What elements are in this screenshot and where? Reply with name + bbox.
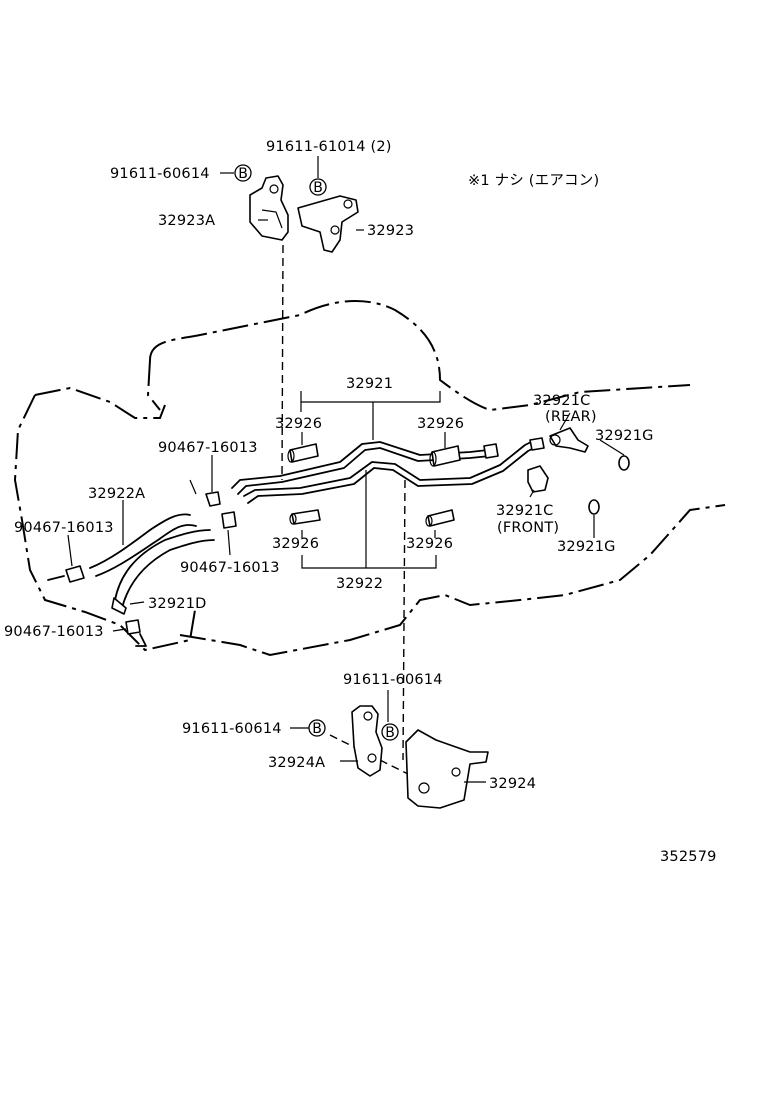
clip-b-label: 90467-16013 [14,520,114,536]
bracket-32924-shape [405,729,489,809]
grommet-ul-label: 32926 [275,416,322,432]
grommet-ll-label: 32926 [272,536,319,552]
rear-label: (REAR) [545,409,597,425]
part-labels: 91611-61014 (2) 91611-60614 ※1 ナシ (エアコン)… [4,139,717,865]
hose-32921d-label: 32921D [148,596,207,612]
bolt-marker-3: B [312,721,322,737]
hose-shapes [89,513,215,615]
leader-lines [67,156,625,783]
bracket-32923a-shape [249,175,289,241]
bolt-marker-1: B [238,166,248,182]
tube-32922-shape [243,437,545,504]
union-32921c-bottom-label: 32921C [496,503,553,519]
bracket-32924-label: 32924 [489,776,536,792]
clip-a-label: 90467-16013 [158,440,258,456]
hose-clip-shapes [47,491,237,647]
bolt-b-markers: B B B B [234,164,399,741]
union-32921c-top-label: 32921C [533,393,590,409]
bolt-bottom-right-label: 91611-60614 [343,672,443,688]
gasket-top-label: 32921G [595,428,654,444]
bolt-top-left-label: 91611-60614 [110,166,210,182]
catalog-number: 352579 [660,849,717,865]
transmission-outline [13,300,726,657]
tube-32921-label: 32921 [346,376,393,392]
bolt-top-qty-label: 91611-61014 (2) [266,139,392,155]
bracket-32923-label: 32923 [367,223,414,239]
bolt-marker-2: B [313,180,323,196]
front-label: (FRONT) [497,520,559,536]
gasket-bottom-label: 32921G [557,539,616,555]
gasket-bottom-shape [588,499,600,515]
bracket-32923a-label: 32923A [158,213,215,229]
grommet-lr-label: 32926 [406,536,453,552]
bracket-32924a-label: 32924A [268,755,325,771]
bracket-32923-shape [297,195,359,253]
clip-c-label: 90467-16013 [180,560,280,576]
union-fitting-shapes [527,427,589,493]
clip-d-label: 90467-16013 [4,624,104,640]
gasket-top-shape [618,455,630,471]
hose-32922a-label: 32922A [88,486,145,502]
bolt-bottom-left-label: 91611-60614 [182,721,282,737]
upper-bracket-leader [281,244,284,481]
bracket-32924a-shape [351,705,383,777]
grommet-shapes [287,443,461,527]
bolt-marker-4: B [385,725,395,741]
tube-32922-label: 32922 [336,576,383,592]
grommet-ur-label: 32926 [417,416,464,432]
lower-bracket-leader [402,479,406,761]
note-text: ※1 ナシ (エアコン) [468,173,599,189]
